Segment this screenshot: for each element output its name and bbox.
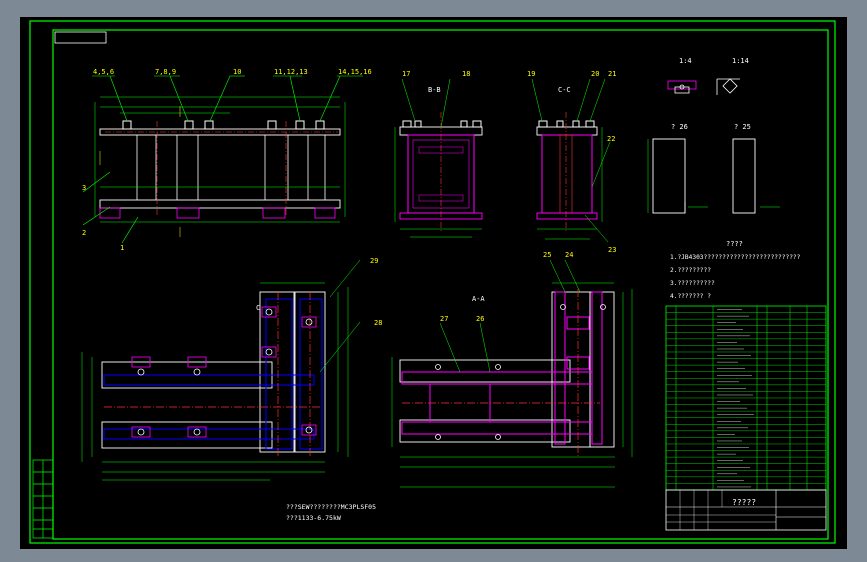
note-line-1: 1.?JB4303?????????????????????????? xyxy=(670,254,801,261)
balloon-7-8-9: 7,8,9 xyxy=(155,68,176,76)
detail-26-label: ? 26 xyxy=(671,123,688,131)
inner-frame xyxy=(52,29,829,540)
note-line-2: 2.????????? xyxy=(670,267,711,274)
balloon-27: 27 xyxy=(440,315,448,323)
section-aa-label: A-A xyxy=(472,295,485,303)
balloon-18: 18 xyxy=(462,70,470,78)
balloon-22: 22 xyxy=(607,135,615,143)
technical-notes: ???? 1.?JB4303??????????????????????????… xyxy=(670,240,801,300)
balloon-25: 25 xyxy=(543,251,551,259)
balloon-24: 24 xyxy=(565,251,573,259)
plan-view: C 29 28 xyxy=(81,257,382,481)
balloon-2: 2 xyxy=(82,229,86,237)
section-aa-view: A-A 27 26 25 xyxy=(391,251,633,488)
detail-25-label: ? 25 xyxy=(734,123,751,131)
detail-1-4-label: 1:4 xyxy=(679,57,692,65)
balloon-29: 29 xyxy=(370,257,378,265)
balloon-17: 17 xyxy=(402,70,410,78)
section-bb-label: B-B xyxy=(428,86,441,94)
section-cc-label: C-C xyxy=(558,86,571,94)
balloon-20: 20 xyxy=(591,70,599,78)
balloon-19: 19 xyxy=(527,70,535,78)
balloon-1: 1 xyxy=(120,244,124,252)
drawing-sheet: 4,5,6 7,8,9 10 11,12,13 14,15,16 3 2 1 B… xyxy=(20,17,847,549)
left-stamp-boxes xyxy=(32,459,54,539)
balloon-23: 23 xyxy=(608,246,616,254)
balloon-10: 10 xyxy=(233,68,241,76)
note-line-4: 4.??????? ? xyxy=(670,293,711,300)
detail-views: 1:4 1:14 ? 26 ? 25 xyxy=(647,57,780,214)
balloon-14-15-16: 14,15,16 xyxy=(338,68,372,76)
note-line-3: 3.?????????? xyxy=(670,280,715,287)
section-cc-view: C-C 19 20 21 22 23 xyxy=(527,70,616,254)
balloon-11-12-13: 11,12,13 xyxy=(274,68,308,76)
notes-heading: ???? xyxy=(726,240,743,248)
outer-frame xyxy=(29,20,836,544)
corner-box xyxy=(54,31,107,44)
balloon-28: 28 xyxy=(374,319,382,327)
motor-text-line-1: ???SEW????????MC3PLSF05 xyxy=(286,503,376,511)
section-bb-view: B-B 17 18 xyxy=(394,70,483,238)
motor-text-line-2: ???1133-6.75kW xyxy=(286,514,341,522)
title-block-title: ????? xyxy=(732,498,756,507)
detail-1-14-label: 1:14 xyxy=(732,57,749,65)
balloon-26: 26 xyxy=(476,315,484,323)
front-view-balloons: 4,5,6 7,8,9 10 11,12,13 14,15,16 3 2 1 xyxy=(82,68,372,252)
title-block: ????? xyxy=(665,489,827,531)
cad-drawing: 4,5,6 7,8,9 10 11,12,13 14,15,16 3 2 1 B… xyxy=(29,20,836,544)
balloon-4-5-6: 4,5,6 xyxy=(93,68,114,76)
cut-c-label: C xyxy=(256,304,260,312)
parts-list xyxy=(665,305,827,491)
balloon-3: 3 xyxy=(82,184,86,192)
balloon-21: 21 xyxy=(608,70,616,78)
front-view xyxy=(94,96,346,237)
